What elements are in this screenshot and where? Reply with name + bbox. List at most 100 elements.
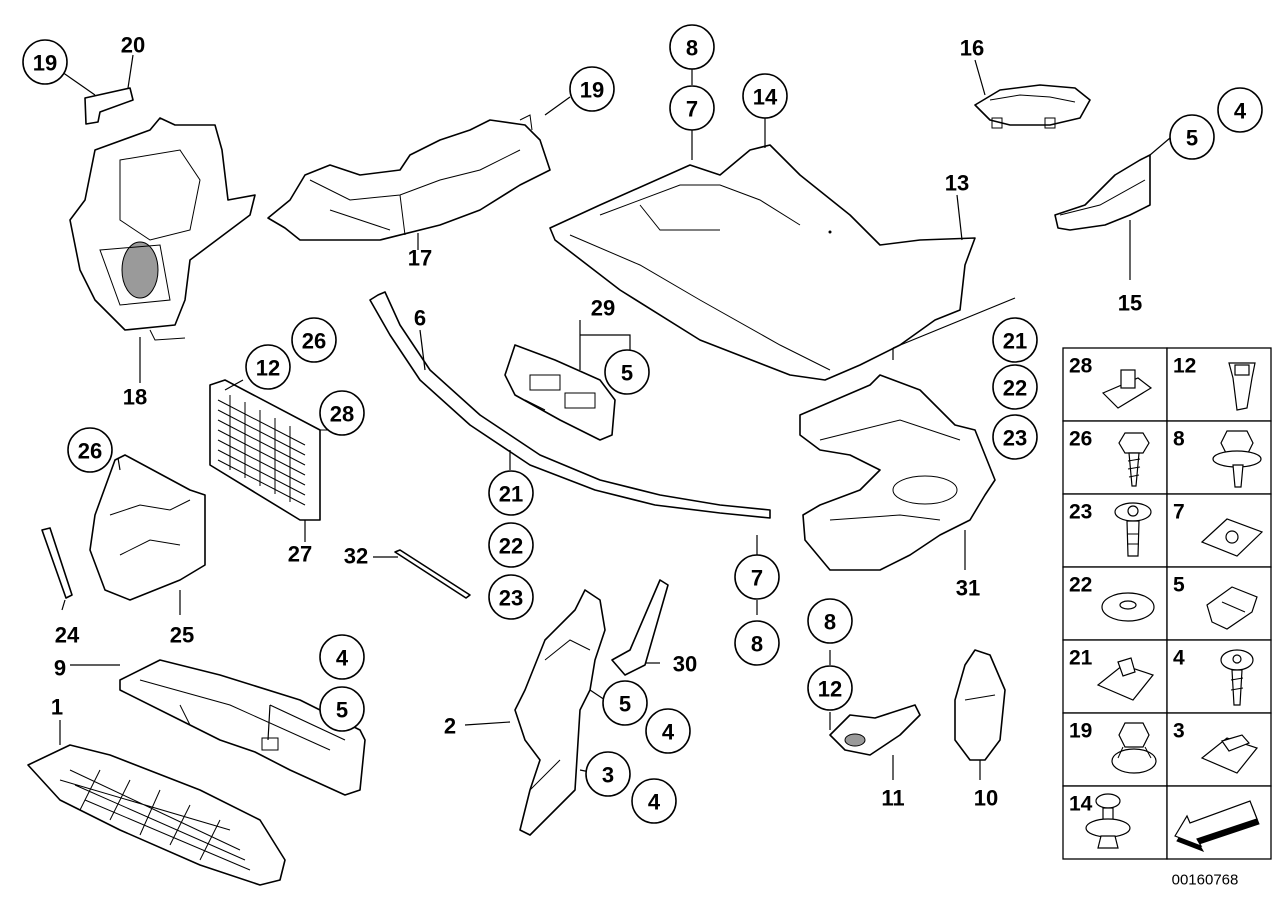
callout-circle bbox=[488, 470, 534, 516]
callout-4: 4 bbox=[1217, 87, 1263, 133]
callout-24: 24 bbox=[55, 623, 80, 648]
screw-icon bbox=[1220, 649, 1254, 706]
fastener-cell-19: 19 bbox=[1062, 712, 1168, 787]
fastener-cell-7: 7 bbox=[1166, 493, 1272, 568]
direction-arrow-icon bbox=[1174, 800, 1260, 852]
callout-label: 27 bbox=[288, 542, 312, 567]
part-16-bracket bbox=[974, 84, 1091, 129]
callout-14: 14 bbox=[742, 73, 788, 119]
callout-29: 29 bbox=[591, 296, 615, 321]
callout-circle bbox=[602, 680, 648, 726]
callout-circle bbox=[319, 686, 365, 732]
part-24-trim bbox=[41, 527, 73, 599]
callout-label: 4 bbox=[1234, 99, 1247, 124]
callout-7: 7 bbox=[734, 554, 780, 600]
callout-15: 15 bbox=[1118, 291, 1142, 316]
leader-lines bbox=[59, 54, 1171, 780]
callout-19: 19 bbox=[22, 39, 68, 85]
callout-circle bbox=[734, 554, 780, 600]
fastener-cell-4: 4 bbox=[1166, 639, 1272, 714]
body-nut-icon bbox=[1096, 657, 1155, 701]
callout-4: 4 bbox=[319, 634, 365, 680]
grid-cell-border bbox=[1166, 639, 1272, 714]
callout-circle bbox=[604, 349, 650, 395]
hex-nut-collar-icon bbox=[1111, 722, 1157, 774]
callout-23: 23 bbox=[992, 414, 1038, 460]
reference-code: 00160768 bbox=[1172, 872, 1239, 889]
callout-label: 2 bbox=[444, 714, 456, 739]
part-1-mesh-grille bbox=[27, 744, 286, 886]
callout-13: 13 bbox=[945, 171, 969, 196]
callout-4: 4 bbox=[631, 778, 677, 824]
callout-label: 8 bbox=[751, 632, 763, 657]
callout-circle bbox=[319, 634, 365, 680]
callout-label: 11 bbox=[881, 786, 904, 811]
callout-circle bbox=[631, 778, 677, 824]
callout-label: 21 bbox=[1003, 329, 1027, 354]
callout-label: 19 bbox=[33, 51, 57, 76]
callout-label: 4 bbox=[662, 720, 675, 745]
callout-5: 5 bbox=[319, 686, 365, 732]
callout-label: 14 bbox=[753, 85, 778, 110]
part-6-strip bbox=[369, 291, 771, 519]
fastener-cell-26: 26 bbox=[1062, 420, 1168, 495]
part-27-grille bbox=[209, 379, 321, 521]
callout-label: 4 bbox=[648, 790, 661, 815]
callout-27: 27 bbox=[288, 542, 312, 567]
callout-circle bbox=[67, 427, 113, 473]
fastener-cell-8: 8 bbox=[1166, 420, 1272, 495]
callout-22: 22 bbox=[992, 364, 1038, 410]
callout-32: 32 bbox=[344, 544, 368, 569]
callout-label: 8 bbox=[686, 36, 698, 61]
callout-label: 7 bbox=[751, 566, 763, 591]
callout-19: 19 bbox=[569, 66, 615, 112]
callout-label: 1 bbox=[51, 695, 63, 720]
fastener-number: 22 bbox=[1069, 574, 1092, 597]
callout-label: 5 bbox=[336, 698, 348, 723]
fastener-cell-3: 3 bbox=[1166, 712, 1272, 787]
callout-circle bbox=[1169, 114, 1215, 160]
callout-label: 24 bbox=[55, 623, 80, 648]
tapping-screw-icon bbox=[1118, 432, 1150, 487]
fastener-number: 19 bbox=[1069, 720, 1092, 743]
callout-circle bbox=[488, 574, 534, 620]
callout-12: 12 bbox=[807, 665, 853, 711]
callout-label: 8 bbox=[824, 610, 836, 635]
fastener-number: 26 bbox=[1069, 428, 1092, 451]
fastener-cell-5: 5 bbox=[1166, 566, 1272, 641]
callout-label: 15 bbox=[1118, 291, 1142, 316]
callout-17: 17 bbox=[408, 246, 432, 271]
callout-circle bbox=[319, 390, 365, 436]
callout-8: 8 bbox=[669, 24, 715, 70]
callout-21: 21 bbox=[992, 317, 1038, 363]
fastener-cell-arrow bbox=[1166, 785, 1272, 860]
callout-label: 4 bbox=[336, 646, 349, 671]
callout-25: 25 bbox=[170, 623, 194, 648]
callout-label: 5 bbox=[1186, 126, 1198, 151]
part-10-bracket bbox=[954, 649, 1006, 761]
callout-label: 22 bbox=[1003, 376, 1027, 401]
callout-label: 18 bbox=[123, 385, 147, 410]
callout-22: 22 bbox=[488, 522, 534, 568]
part-19-clip bbox=[519, 114, 533, 131]
part-13-underbody-panel bbox=[549, 144, 976, 381]
callout-label: 13 bbox=[945, 171, 969, 196]
fastener-number: 4 bbox=[1173, 647, 1185, 670]
callout-5: 5 bbox=[1169, 114, 1215, 160]
callout-6: 6 bbox=[414, 306, 426, 331]
callout-4: 4 bbox=[645, 708, 691, 754]
part-11-bracket bbox=[829, 704, 921, 756]
clip-icon bbox=[1206, 586, 1258, 630]
push-rivet-icon bbox=[1085, 793, 1131, 849]
fastener-number: 8 bbox=[1173, 428, 1185, 451]
part-31-cover bbox=[799, 374, 996, 571]
u-nut-icon bbox=[1200, 734, 1259, 774]
callout-label: 30 bbox=[673, 652, 697, 677]
callout-21: 21 bbox=[488, 470, 534, 516]
callout-label: 23 bbox=[499, 586, 523, 611]
callout-label: 7 bbox=[686, 97, 698, 122]
callout-8: 8 bbox=[807, 598, 853, 644]
callout-circle bbox=[245, 344, 291, 390]
callout-circle bbox=[992, 317, 1038, 363]
